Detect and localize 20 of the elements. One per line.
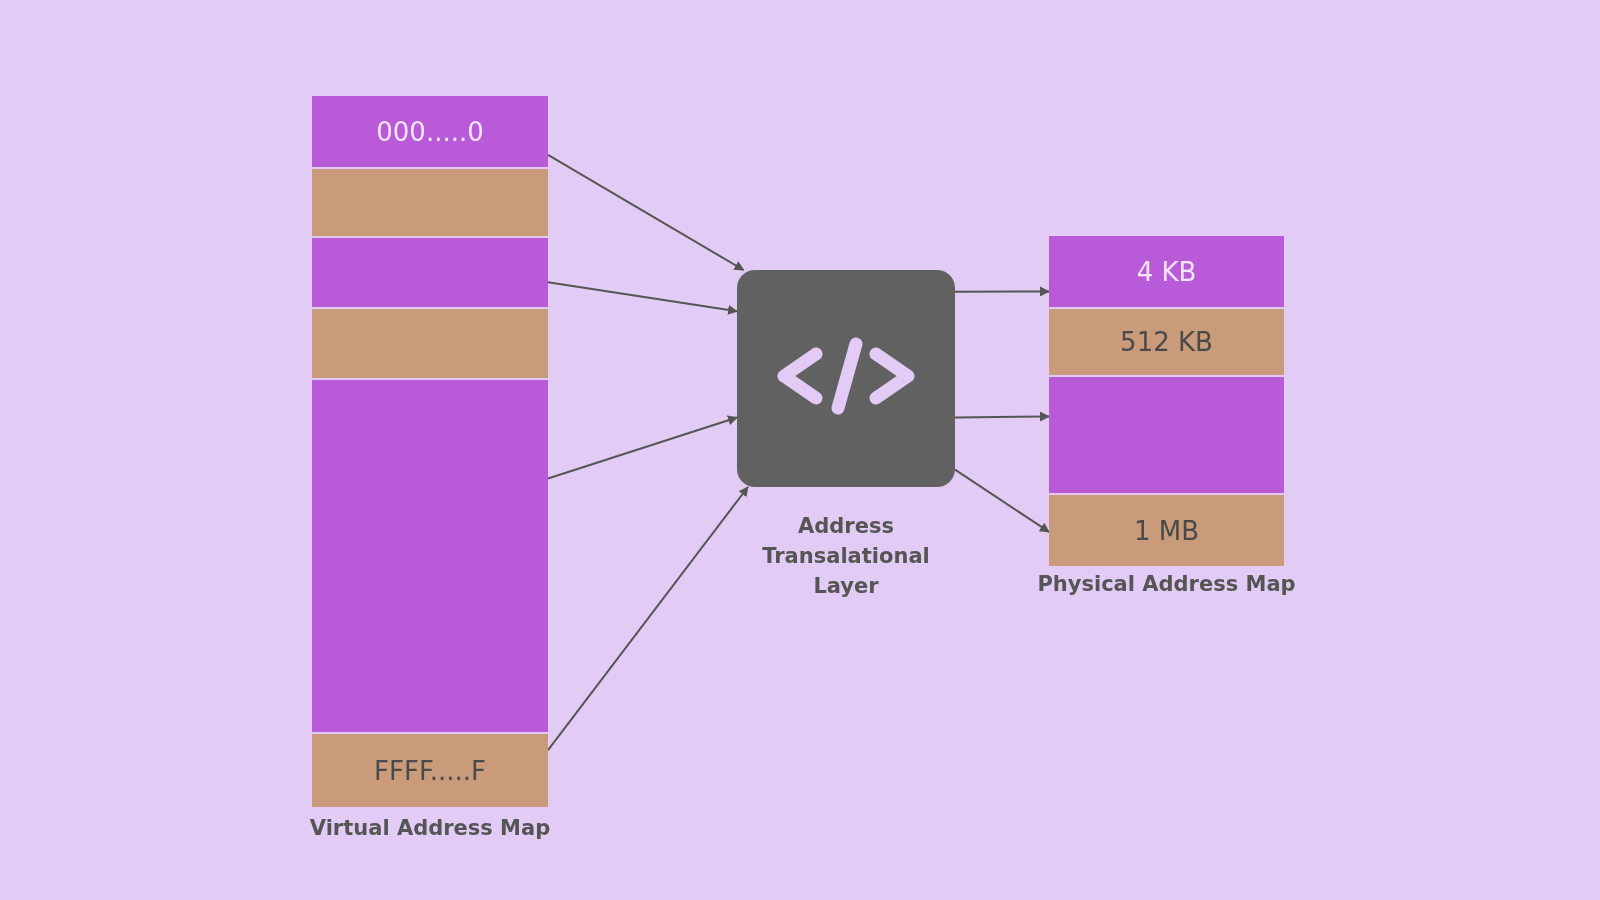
memory-block: [312, 169, 548, 236]
memory-block: [1049, 377, 1284, 493]
memory-block: FFFF.....F: [312, 734, 548, 807]
arrow: [547, 153, 745, 271]
memory-block: 4 KB: [1049, 236, 1284, 307]
memory-block: [312, 309, 548, 378]
arrow: [547, 415, 738, 480]
arrow: [954, 468, 1050, 533]
layer-caption: Address Transalational Layer: [761, 513, 931, 600]
arrow: [954, 286, 1050, 297]
memory-block: 000.....0: [312, 96, 548, 167]
arrow: [547, 281, 738, 315]
map-heading: Virtual Address Map: [308, 816, 552, 840]
arrow: [954, 411, 1050, 422]
memory-block: 512 KB: [1049, 309, 1284, 375]
map-heading: Physical Address Map: [1036, 572, 1297, 596]
memory-block: 1 MB: [1049, 495, 1284, 566]
arrow: [547, 486, 749, 752]
memory-block: [312, 380, 548, 732]
memory-block: [312, 238, 548, 307]
